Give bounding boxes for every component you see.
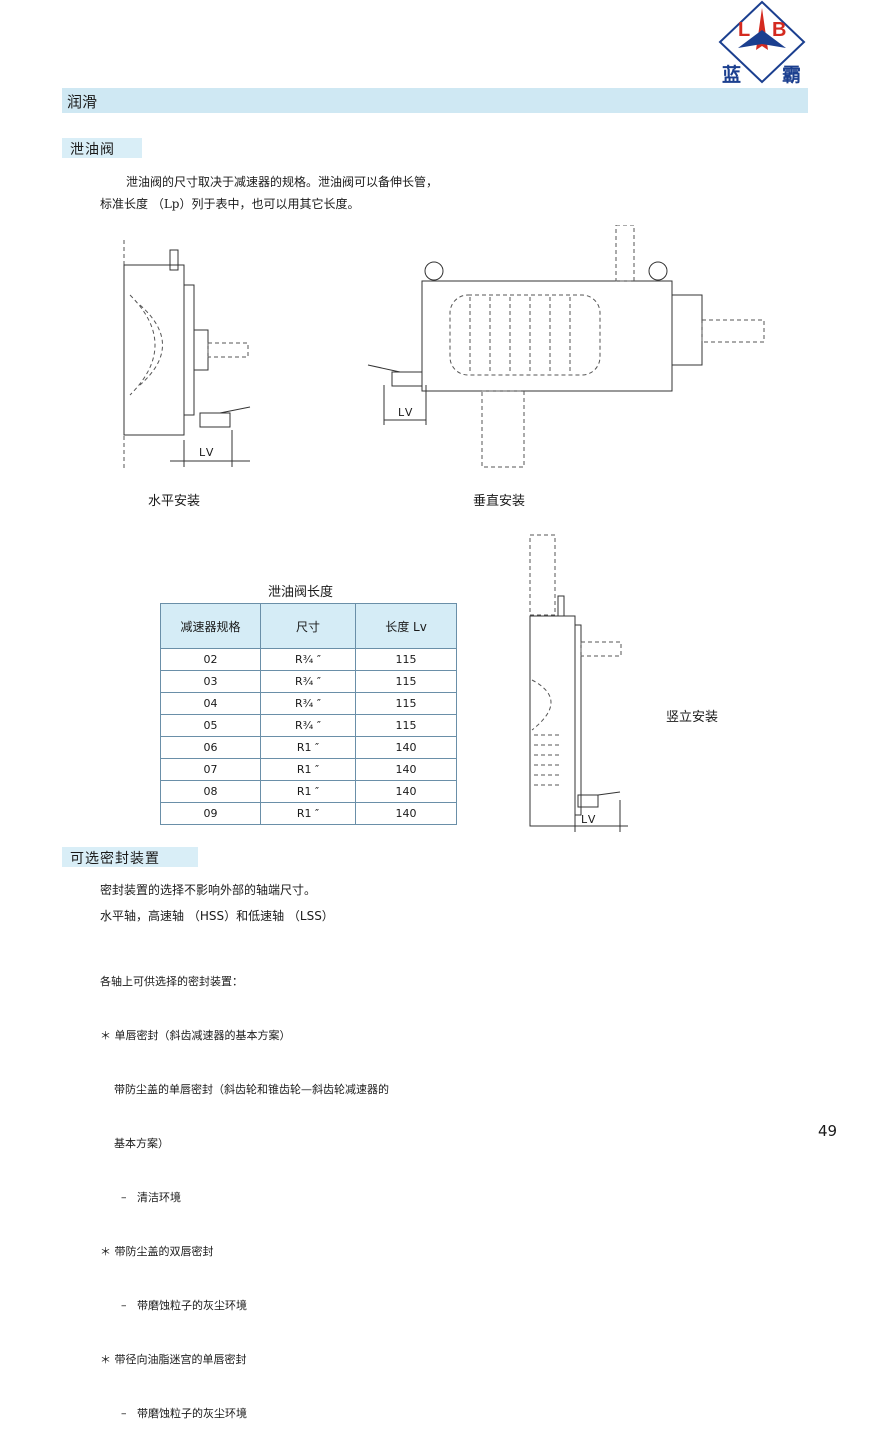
vertical-mounting-drawing: [360, 224, 780, 470]
list-item: 带防尘盖的单唇密封（斜齿轮和锥齿轮—斜齿轮减速器的: [100, 1083, 389, 1096]
cell-model: 04: [160, 692, 261, 715]
cell-size: R1 ″: [260, 802, 356, 825]
upright-lv-label: LV: [581, 813, 598, 826]
cell-size: R¾ ″: [260, 670, 356, 693]
drain-valve-heading: 泄油阀: [70, 142, 115, 158]
caption-vertical: 垂直安装: [473, 494, 526, 509]
logo-name-left: 蓝: [722, 64, 742, 86]
cell-length: 140: [355, 802, 457, 825]
svg-text:B: B: [772, 19, 786, 41]
header-model: 减速器规格: [160, 603, 261, 649]
cell-length: 115: [355, 670, 457, 693]
cell-model: 05: [160, 714, 261, 737]
company-logo: L B: [716, 0, 808, 86]
logo-name-right: 霸: [782, 64, 802, 86]
list-item: 基本方案）: [100, 1137, 169, 1150]
caption-horizontal: 水平安装: [148, 494, 201, 509]
cell-model: 02: [160, 648, 261, 671]
header-size: 尺寸: [260, 603, 356, 649]
list-item: ＊ 带径向油脂迷宫的单唇密封: [100, 1353, 247, 1366]
horizontal-mounting-drawing: [110, 235, 270, 475]
cell-length: 140: [355, 758, 457, 781]
cell-size: R1 ″: [260, 780, 356, 803]
list-item: ＊ 带防尘盖的双唇密封: [100, 1245, 214, 1258]
cell-length: 115: [355, 692, 457, 715]
seal-line-1: 密封装置的选择不影响外部的轴端尺寸。: [100, 883, 317, 897]
vertical-lv-label: LV: [398, 406, 415, 419]
intro-line-2: 标准长度 （Lp）列于表中，也可以用其它长度。: [100, 197, 360, 211]
cell-length: 115: [355, 714, 457, 737]
seal-options-list: 各轴上可供选择的密封装置： ＊ 单唇密封（斜齿减速器的基本方案） 带防尘盖的单唇…: [100, 937, 389, 1441]
header-length: 长度 Lv: [355, 603, 457, 649]
list-item: 各轴上可供选择的密封装置：: [100, 975, 243, 988]
cell-model: 03: [160, 670, 261, 693]
cell-model: 06: [160, 736, 261, 759]
cell-size: R¾ ″: [260, 692, 356, 715]
cell-model: 07: [160, 758, 261, 781]
upright-mounting-drawing: [520, 530, 635, 835]
seal-line-2: 水平轴，高速轴 （HSS）和低速轴 （LSS）: [100, 909, 334, 923]
cell-length: 140: [355, 780, 457, 803]
section-title-bar: 润滑: [62, 88, 808, 113]
section-title: 润滑: [67, 93, 98, 111]
caption-upright: 竖立安装: [666, 710, 719, 725]
cell-model: 09: [160, 802, 261, 825]
cell-size: R¾ ″: [260, 714, 356, 737]
cell-length: 140: [355, 736, 457, 759]
drain-valve-heading-bar: 泄油阀: [62, 138, 142, 158]
list-item: – 带磨蚀粒子的灰尘环境: [100, 1407, 247, 1420]
horizontal-lv-label: LV: [199, 446, 216, 459]
list-item: ＊ 单唇密封（斜齿减速器的基本方案）: [100, 1029, 291, 1042]
cell-model: 08: [160, 780, 261, 803]
svg-text:L: L: [738, 19, 750, 41]
table-title: 泄油阀长度: [268, 585, 334, 600]
table-header-row: 减速器规格 尺寸 长度 Lv: [160, 603, 457, 649]
cell-size: R¾ ″: [260, 648, 356, 671]
cell-size: R1 ″: [260, 736, 356, 759]
seal-heading: 可选密封装置: [70, 851, 160, 867]
page-number: 49: [818, 1122, 838, 1140]
intro-line-1: 泄油阀的尺寸取决于减速器的规格。泄油阀可以备伸长管，: [126, 175, 439, 189]
list-item: – 带磨蚀粒子的灰尘环境: [100, 1299, 247, 1312]
cell-length: 115: [355, 648, 457, 671]
list-item: – 清洁环境: [100, 1191, 181, 1204]
cell-size: R1 ″: [260, 758, 356, 781]
seal-heading-bar: 可选密封装置: [62, 847, 198, 867]
